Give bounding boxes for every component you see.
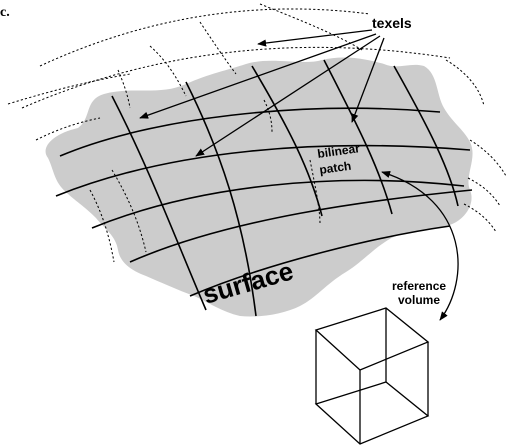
texels-label: texels bbox=[372, 15, 412, 31]
patch-label: patch bbox=[318, 159, 352, 177]
volume-label: volume bbox=[398, 293, 440, 307]
texels-arrows bbox=[139, 29, 385, 157]
mapping-arrow bbox=[381, 171, 459, 321]
reference-volume-cube bbox=[314, 307, 430, 445]
reference-label: reference bbox=[392, 279, 446, 293]
texel-grid-dotted bbox=[7, 3, 507, 263]
corner-glyph: c. bbox=[0, 5, 10, 20]
bilinear-label: bilinear bbox=[316, 141, 361, 161]
